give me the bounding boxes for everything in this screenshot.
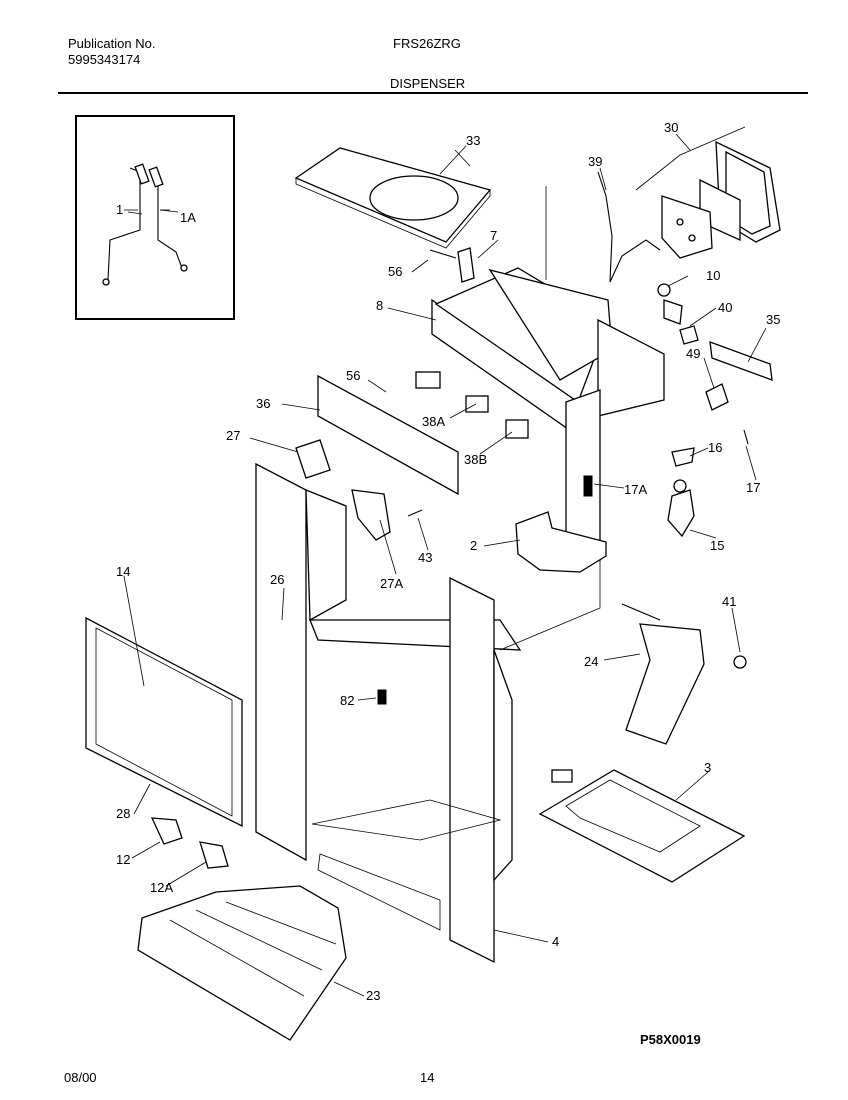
model-number: FRS26ZRG [393,36,461,51]
drawing-code: P58X0019 [640,1032,701,1047]
label-7: 7 [490,228,497,243]
label-56-top: 56 [388,264,402,279]
part-2-cradle [515,511,607,573]
label-41: 41 [722,594,736,609]
publication-number: 5995343174 [68,52,141,67]
label-17a: 17A [624,482,647,497]
page-number: 14 [420,1070,435,1085]
part-7-bracket [429,247,475,283]
label-35: 35 [766,312,780,327]
label-27: 27 [226,428,240,443]
label-1a: 1A [180,210,196,225]
label-10: 10 [706,268,720,283]
footer-date: 08/00 [64,1070,97,1085]
label-28: 28 [116,806,130,821]
label-12: 12 [116,852,130,867]
label-40: 40 [718,300,732,315]
label-12a: 12A [150,880,173,895]
label-2: 2 [470,538,477,553]
label-4: 4 [552,934,559,949]
label-24: 24 [584,654,598,669]
label-36: 36 [256,396,270,411]
part-27-bracket [295,439,391,541]
inset-wiring-harness [75,115,235,320]
section-title: DISPENSER [390,76,466,91]
label-33: 33 [466,133,480,148]
label-17: 17 [746,480,760,495]
label-26: 26 [270,572,284,587]
label-14: 14 [116,564,130,579]
part-labels: 1 1A 33 30 39 7 56 10 8 40 35 49 56 36 3… [116,120,780,1003]
part-30-chute-door [635,126,781,259]
part-3-heater [538,769,746,883]
part-23-drip-tray [137,885,347,1041]
label-39: 39 [588,154,602,169]
leader-lines [123,133,767,997]
label-49: 49 [686,346,700,361]
part-33-cover-plate [294,147,492,249]
part-24-lever [621,603,747,745]
part-14-panel [85,616,243,828]
label-8: 8 [376,298,383,313]
label-1: 1 [116,202,123,217]
part-15-lamp [667,447,695,538]
label-38a: 38A [422,414,445,429]
label-27a: 27A [380,576,403,591]
label-43: 43 [418,550,432,565]
label-15: 15 [710,538,724,553]
housing-side-panel [255,462,601,964]
label-82: 82 [340,693,354,708]
part-39-actuator-wire [597,171,661,283]
part-35-solenoid-shaft [657,283,773,411]
part-12-clips [150,817,229,869]
label-3: 3 [704,760,711,775]
label-16: 16 [708,440,722,455]
label-23: 23 [366,988,380,1003]
label-30: 30 [664,120,678,135]
publication-label: Publication No. [68,36,156,51]
label-56-mid: 56 [346,368,360,383]
header-rule [58,92,808,94]
label-38b: 38B [464,452,487,467]
